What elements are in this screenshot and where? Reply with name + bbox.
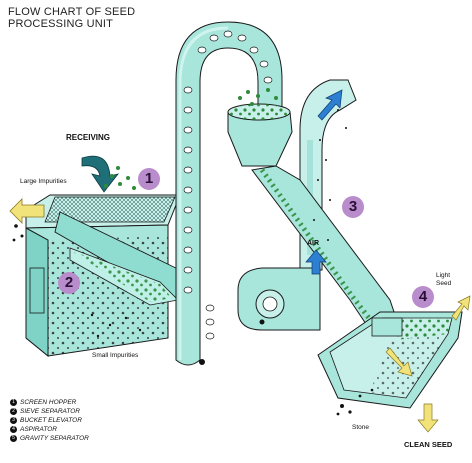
legend-number: 4: [10, 426, 17, 433]
gravity-separator: [318, 312, 462, 408]
legend-number: 5: [10, 435, 17, 442]
air-label: AIR: [307, 240, 319, 247]
large-impurities-label: Large Impurities: [20, 178, 67, 185]
legend-number: 3: [10, 417, 17, 424]
step-badge-4: 4: [412, 286, 434, 308]
step-badge-1: 1: [138, 168, 160, 190]
legend-text: GRAVITY SEPARATOR: [20, 434, 89, 443]
aspirator: [228, 80, 400, 330]
light-seed-label: Light Seed: [436, 272, 466, 288]
step-badge-3: 3: [342, 196, 364, 218]
diagram-title: FLOW CHART OF SEED PROCESSING UNIT: [8, 6, 135, 30]
receiving-arrow: [82, 156, 118, 192]
title-line-1: FLOW CHART OF SEED: [8, 6, 135, 18]
legend-text: SCREEN HOPPER: [20, 398, 76, 407]
small-impurities-label: Small Impurities: [92, 352, 138, 359]
legend-number: 2: [10, 408, 17, 415]
step-badge-2: 2: [58, 272, 80, 294]
receiving-label: RECEIVING: [66, 133, 110, 142]
sieve-separator: [26, 195, 185, 356]
title-line-2: PROCESSING UNIT: [8, 18, 135, 30]
legend-text: ASPIRATOR: [20, 425, 57, 434]
clean-seed-arrow: [418, 404, 438, 432]
clean-seed-label: CLEAN SEED: [404, 440, 452, 449]
legend-text: BUCKET ELEVATOR: [20, 416, 82, 425]
legend-number: 1: [10, 399, 17, 406]
legend-text: SIEVE SEPARATOR: [20, 407, 80, 416]
stone-label: Stone: [352, 424, 369, 431]
